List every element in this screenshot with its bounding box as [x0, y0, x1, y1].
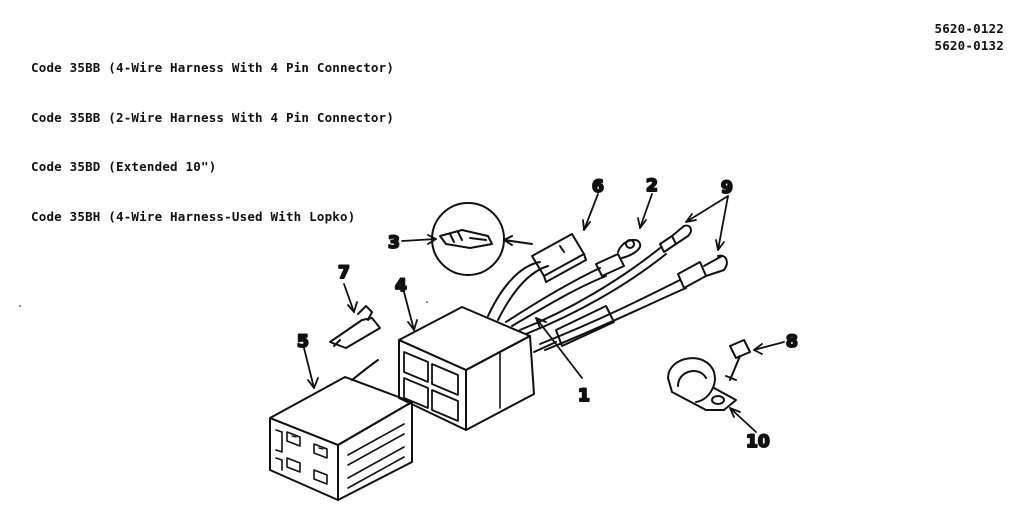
- code-line-2: Code 35BB (2-Wire Harness With 4 Pin Con…: [31, 109, 395, 125]
- scan-speck: [426, 301, 428, 303]
- callout-8: 8: [786, 332, 798, 352]
- plug-connector: [531, 233, 587, 283]
- callout-7: 7: [338, 263, 350, 283]
- callout-9: 9: [721, 178, 733, 198]
- callout-6: 6: [592, 177, 604, 197]
- spade-terminal-lower: [677, 254, 728, 289]
- part-number-1: 5620-0122: [934, 21, 1004, 36]
- spade-terminal-upper: [659, 224, 692, 253]
- callout-1: 1: [578, 386, 590, 406]
- male-connector: [398, 306, 535, 431]
- part-number-2: 5620-0132: [934, 37, 1004, 53]
- callout-4: 4: [395, 276, 407, 296]
- callout-2: 2: [646, 176, 658, 196]
- part-number-list: 5620-0122 5620-0132: [934, 21, 1004, 54]
- code-line-1: Code 35BB (4-Wire Harness With 4 Pin Con…: [31, 60, 395, 75]
- callout-5: 5: [297, 332, 309, 352]
- leader-lines: [303, 193, 785, 433]
- code-line-4: Code 35BH (4-Wire Harness-Used With Lopk…: [31, 208, 356, 224]
- terminal-detail-inset: [431, 202, 533, 276]
- code-line-3: Code 35BD (Extended 10"): [31, 159, 217, 174]
- wire-harness: [487, 247, 687, 353]
- clamp-screw: [725, 339, 751, 381]
- callout-10: 10: [746, 432, 770, 452]
- connector-lead: [351, 359, 379, 381]
- cable-clamp: [667, 357, 737, 411]
- callout-3: 3: [388, 233, 400, 253]
- scan-speck: [19, 305, 21, 307]
- blade-terminal: [329, 305, 381, 349]
- ring-terminal: [595, 238, 642, 277]
- female-connector: [269, 376, 413, 501]
- code-list: Code 35BB (4-Wire Harness With 4 Pin Con…: [31, 27, 394, 242]
